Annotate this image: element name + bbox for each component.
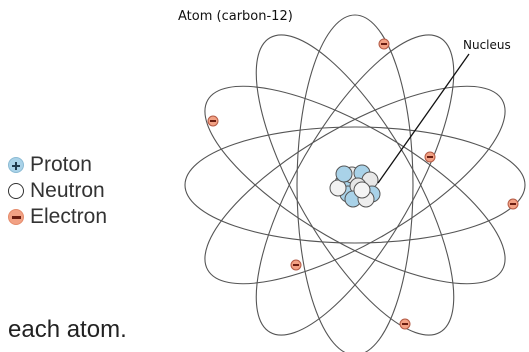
electron xyxy=(507,198,519,210)
electron xyxy=(424,151,436,163)
proton xyxy=(335,165,353,183)
diagram-title: Atom (carbon-12) xyxy=(178,9,293,24)
neutron xyxy=(353,181,371,199)
orbit-2 xyxy=(204,85,506,285)
orbit-3 xyxy=(255,34,455,336)
electron xyxy=(207,115,219,127)
nucleus-label: Nucleus xyxy=(463,38,511,52)
electrons xyxy=(207,38,519,330)
legend-item-proton: Proton xyxy=(8,152,107,178)
electron-icon xyxy=(8,209,24,225)
electron xyxy=(399,318,411,330)
orbit-6 xyxy=(204,85,506,285)
legend-item-neutron: Neutron xyxy=(8,178,107,204)
legend-label-electron: Electron xyxy=(30,205,108,228)
electron xyxy=(378,38,390,50)
legend-label-neutron: Neutron xyxy=(30,179,105,202)
orbit-4 xyxy=(296,14,414,352)
neutron-icon xyxy=(8,183,24,199)
caption-text: each atom. xyxy=(8,316,127,343)
legend-item-electron: Electron xyxy=(8,204,107,230)
nucleus-pointer xyxy=(377,53,470,184)
nucleus xyxy=(329,164,381,208)
legend-label-proton: Proton xyxy=(30,153,92,176)
orbit-5 xyxy=(255,34,455,336)
orbit-1 xyxy=(184,126,526,244)
orbits xyxy=(184,14,526,352)
electron xyxy=(290,259,302,271)
proton-icon xyxy=(8,157,24,173)
legend: Proton Neutron Electron xyxy=(8,152,107,230)
